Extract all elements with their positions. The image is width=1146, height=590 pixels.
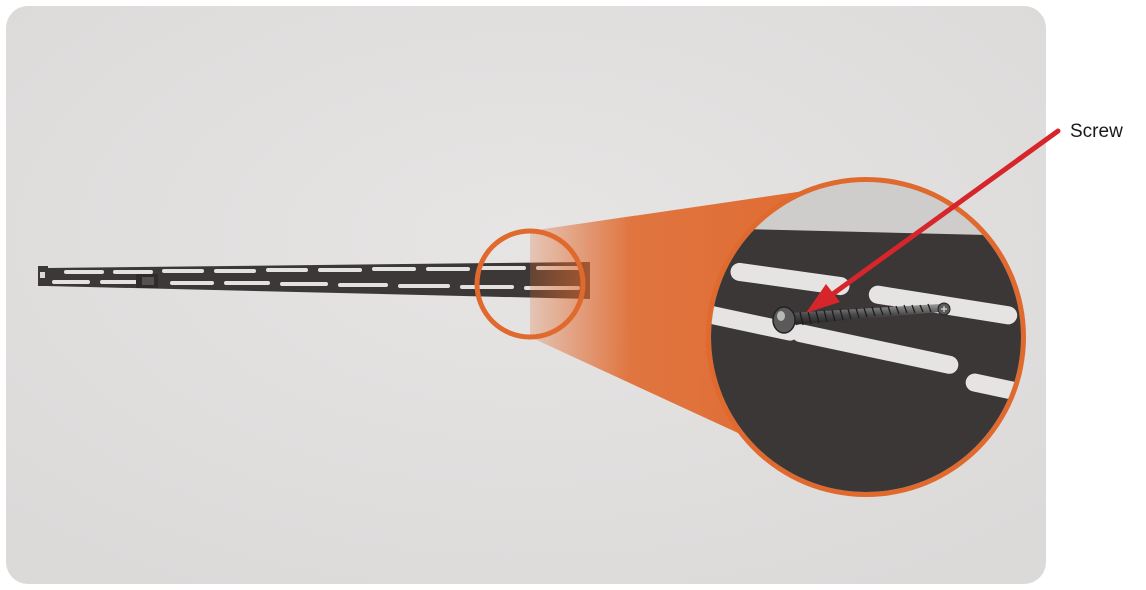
screw-icon (772, 302, 951, 334)
zoom-detail-circle (706, 177, 1026, 497)
mounting-rail (38, 262, 590, 299)
zoom-source-ring (474, 228, 586, 340)
arrow-icon (806, 128, 1061, 313)
screw-callout-label: Screw (1070, 121, 1123, 142)
